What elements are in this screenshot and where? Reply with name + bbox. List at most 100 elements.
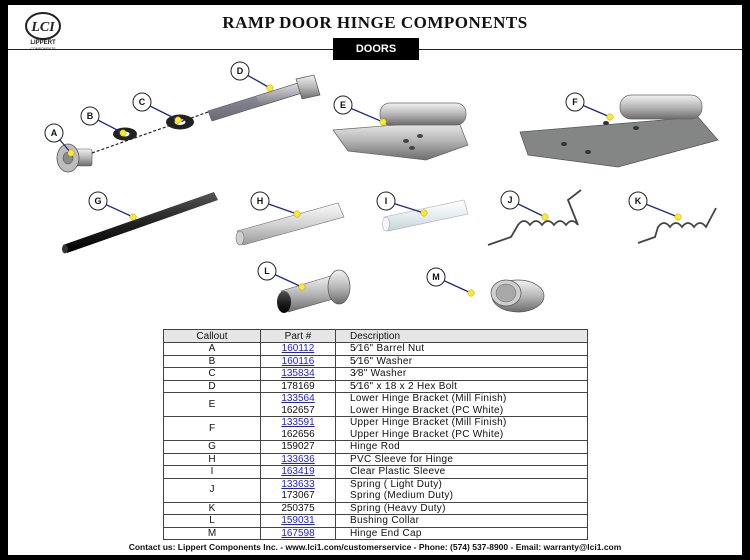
callout-d: D bbox=[237, 66, 244, 76]
callout-cell: D bbox=[163, 379, 261, 393]
part-number-cell: 162656 bbox=[260, 428, 336, 441]
callout-cell: B bbox=[163, 354, 261, 368]
description-cell: 5⁄16" Barrel Nut bbox=[335, 342, 588, 355]
part-a-barrel-nut bbox=[56, 143, 93, 173]
callout-c: C bbox=[139, 97, 146, 107]
callout-g: G bbox=[94, 196, 101, 206]
part-number-cell: 160116 bbox=[260, 354, 336, 368]
part-number-link[interactable]: 159031 bbox=[281, 515, 315, 526]
part-k-spring bbox=[637, 207, 717, 244]
part-number-cell: 160112 bbox=[260, 342, 336, 355]
part-number-link[interactable]: 167598 bbox=[281, 527, 315, 539]
callout-cell: H bbox=[163, 452, 261, 466]
description-cell: Spring (Medium Duty) bbox=[335, 490, 588, 502]
description-cell: Lower Hinge Bracket (PC White) bbox=[335, 404, 588, 417]
part-number-cell: 133636 bbox=[260, 452, 336, 466]
callout-m: M bbox=[432, 272, 440, 282]
callout-cell: K bbox=[163, 501, 261, 515]
part-l-bushing-collar bbox=[277, 269, 351, 313]
part-number-cell: 159031 bbox=[260, 514, 336, 527]
parts-table: Callout Part # Description A 160112 5⁄16" … bbox=[163, 329, 588, 540]
part-d-hex-bolt bbox=[207, 74, 321, 122]
callout-k: K bbox=[635, 196, 642, 206]
part-number-link[interactable]: 133591 bbox=[281, 417, 315, 428]
callout-cell: C bbox=[163, 367, 261, 380]
part-number-link[interactable]: 163419 bbox=[281, 466, 315, 477]
parts-sheet: LCI LIPPERT COMPONENTS RAMP DOOR HINGE C… bbox=[8, 5, 742, 555]
callout-l: L bbox=[264, 266, 270, 276]
part-number-cell: 167598 bbox=[260, 526, 336, 540]
logo-brand: LIPPERT bbox=[30, 40, 56, 46]
header-part-number: Part # bbox=[260, 329, 336, 343]
part-number-cell: 133591 bbox=[260, 416, 336, 429]
assembly-dash-line bbox=[91, 110, 212, 154]
description-cell: Spring (Heavy Duty) bbox=[335, 501, 588, 515]
contact-footer: Contact us: Lippert Components Inc. - ww… bbox=[128, 542, 622, 552]
part-j-spring bbox=[487, 189, 582, 246]
callout-j: J bbox=[507, 195, 512, 205]
callout-cell: I bbox=[163, 465, 261, 478]
table-row: H 133636 PVC Sleeve for Hinge bbox=[163, 452, 588, 466]
description-cell: Spring ( Light Duty) bbox=[335, 477, 588, 490]
part-number-cell: 163419 bbox=[260, 465, 336, 478]
callout-i: I bbox=[385, 196, 388, 206]
header-callout: Callout bbox=[163, 329, 261, 343]
description-cell: Hinge End Cap bbox=[335, 526, 588, 540]
callout-f: F bbox=[572, 97, 578, 107]
callout-cell: E bbox=[163, 392, 261, 417]
part-m-hinge-end-cap bbox=[490, 279, 545, 313]
description-cell: PVC Sleeve for Hinge bbox=[335, 452, 588, 466]
description-cell: Clear Plastic Sleeve bbox=[335, 465, 588, 478]
callout-cell: A bbox=[163, 342, 261, 355]
part-number-cell: 133633 bbox=[260, 477, 336, 490]
part-number-link[interactable]: 133564 bbox=[281, 393, 315, 404]
table-header-row: Callout Part # Description bbox=[163, 329, 588, 343]
header-description: Description bbox=[335, 329, 588, 343]
part-number-cell: 162657 bbox=[260, 404, 336, 417]
page-title: RAMP DOOR HINGE COMPONENTS bbox=[222, 13, 528, 32]
part-e-lower-hinge-bracket bbox=[332, 102, 469, 161]
part-number-cell: 173067 bbox=[260, 490, 336, 502]
description-cell: Upper Hinge Bracket (Mill Finish) bbox=[335, 416, 588, 429]
callout-cell: J bbox=[163, 477, 261, 502]
part-number-link[interactable]: 160116 bbox=[281, 355, 315, 367]
part-number-link[interactable]: 133633 bbox=[281, 478, 315, 490]
description-cell: Lower Hinge Bracket (Mill Finish) bbox=[335, 392, 588, 405]
description-cell: Bushing Collar bbox=[335, 514, 588, 527]
part-number-cell: 178169 bbox=[260, 379, 336, 393]
part-number-cell: 135834 bbox=[260, 367, 336, 380]
callout-b: B bbox=[87, 111, 94, 121]
description-cell: Hinge Rod bbox=[335, 440, 588, 453]
callout-h: H bbox=[257, 196, 264, 206]
logo-monogram: LCI bbox=[30, 20, 55, 35]
part-number-cell: 159027 bbox=[260, 440, 336, 453]
description-cell: 3⁄8" Washer bbox=[335, 367, 588, 380]
callout-cell: G bbox=[163, 440, 261, 453]
description-cell: 5⁄16" Washer bbox=[335, 354, 588, 368]
table-row: E 133564 Lower Hinge Bracket (Mill Finish) bbox=[163, 392, 588, 417]
table-row: I 163419 Clear Plastic Sleeve bbox=[163, 465, 588, 478]
part-number-link[interactable]: 160112 bbox=[281, 343, 315, 354]
callout-cell: M bbox=[163, 526, 261, 540]
parts-diagram: A B C D E F G H I J K L M bbox=[44, 61, 719, 313]
table-row: M 167598 Hinge End Cap bbox=[163, 526, 588, 540]
table-row: A 160112 5⁄16" Barrel Nut bbox=[163, 342, 588, 355]
part-number-cell: 250375 bbox=[260, 501, 336, 515]
section-label: DOORS bbox=[333, 38, 419, 60]
part-g-hinge-rod bbox=[62, 192, 218, 254]
table-row: C 135834 3⁄8" Washer bbox=[163, 367, 588, 380]
part-f-upper-hinge-bracket bbox=[519, 94, 719, 168]
part-number-link[interactable]: 133636 bbox=[281, 453, 315, 465]
part-number-link[interactable]: 135834 bbox=[281, 368, 315, 379]
description-cell: Upper Hinge Bracket (PC White) bbox=[335, 428, 588, 441]
callout-a: A bbox=[51, 128, 58, 138]
